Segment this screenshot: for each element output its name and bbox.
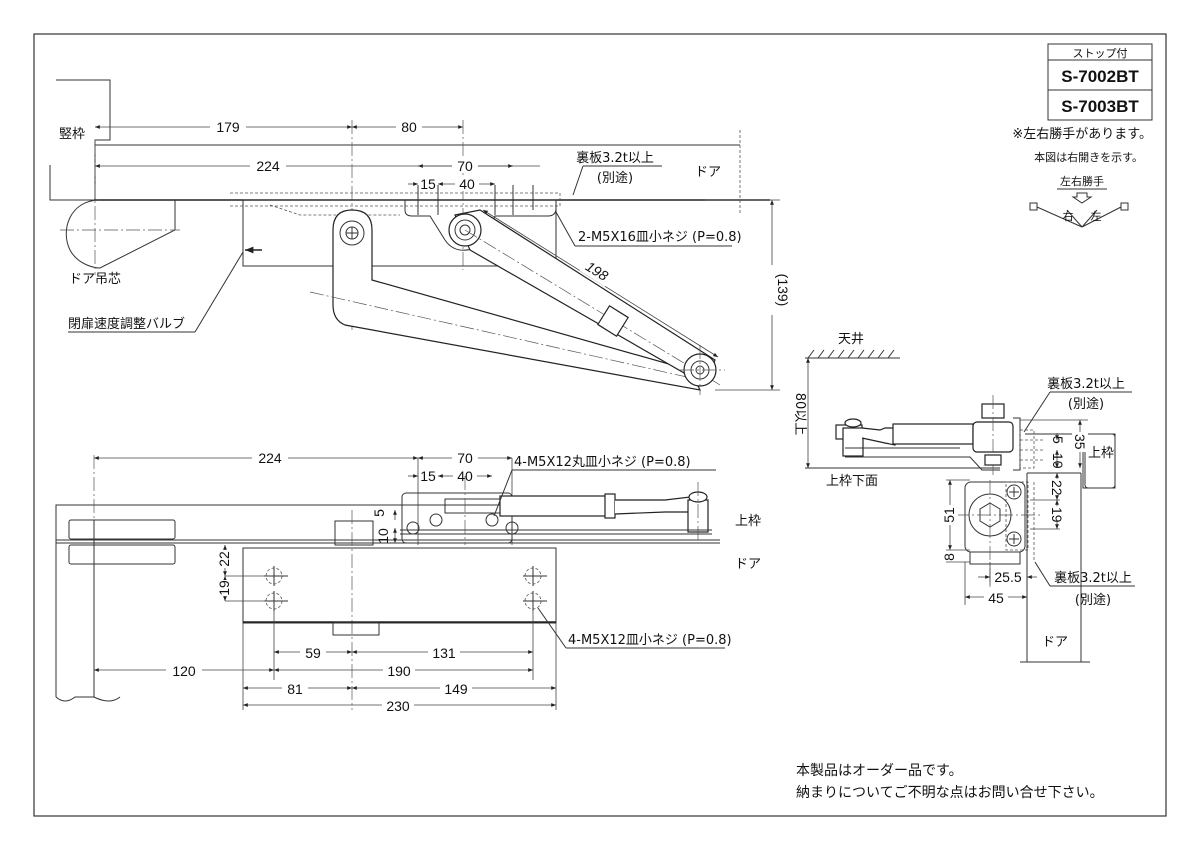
hinge-box-right-icon <box>1120 202 1129 211</box>
down-arrow-icon <box>1071 192 1093 204</box>
dim-40-top: 40 <box>459 176 475 192</box>
screw-label-front-top: 4-M5X12丸皿小ネジ (P=0.8) <box>514 455 691 470</box>
door-label-top: ドア <box>695 165 721 180</box>
backplate-label-side-upper: 裏板3.2t以上 <box>1047 377 1125 392</box>
dim-8: 8 <box>941 553 957 561</box>
dim-22-front: 22 <box>216 551 232 567</box>
footer-line-2: 納まりについてご不明な点はお問い合せ下さい。 <box>796 785 1104 801</box>
model-number-1: S-7002BT <box>1061 67 1139 86</box>
bracket-front <box>401 492 513 544</box>
backplate-label-top: 裏板3.2t以上 <box>576 151 654 166</box>
backplate-label-side-lower: 裏板3.2t以上 <box>1054 571 1132 586</box>
model-number-2: S-7003BT <box>1061 97 1139 116</box>
side-view: 天井 80以上 上枠下面 上枠 5 10 <box>792 332 1135 663</box>
backplate-sub-side-lower: (別途) <box>1075 592 1111 608</box>
frame-label-side: 上枠 <box>1088 446 1114 461</box>
title-block: ストップ付 S-7002BT S-7003BT ※左右勝手があります。 本図は右… <box>1012 43 1153 228</box>
hinge-upper <box>68 519 176 540</box>
door-pivot <box>65 199 176 269</box>
dim-224-top: 224 <box>256 158 280 174</box>
dim-131: 131 <box>432 645 456 661</box>
dim-230: 230 <box>386 698 410 714</box>
title-subtitle: ストップ付 <box>1073 47 1128 60</box>
hinge-lower <box>68 544 176 565</box>
right-open-note: 本図は右開きを示す。 <box>1034 150 1143 164</box>
valve-label: 閉扉速度調整バルブ <box>68 316 185 332</box>
hand-note: ※左右勝手があります。 <box>1012 127 1152 142</box>
mount-holes-front <box>264 566 547 611</box>
dim-19-front: 19 <box>216 580 232 596</box>
ceiling-label: 天井 <box>838 332 864 347</box>
dim-19-side: 19 <box>1049 507 1065 523</box>
dim-10-side: 10 <box>1050 453 1066 469</box>
dim-10-front: 10 <box>375 528 391 544</box>
frame-bottom-label: 上枠下面 <box>826 474 878 489</box>
closer-body-front <box>242 547 557 624</box>
dim-15-front: 15 <box>420 468 436 484</box>
hand-left: 左 <box>1091 210 1102 223</box>
dim-5-front: 5 <box>371 509 387 517</box>
dim-149: 149 <box>444 681 468 697</box>
dim-70-front: 70 <box>457 450 473 466</box>
dim-35-side: 35 <box>1072 434 1088 450</box>
dim-224-front: 224 <box>258 450 282 466</box>
drawing-border <box>33 33 1167 817</box>
frame-label-front: 上枠 <box>735 514 761 529</box>
dim-59: 59 <box>305 645 321 661</box>
backplate-sub-side-upper: (別途) <box>1068 396 1104 412</box>
dim-70-top: 70 <box>457 158 473 174</box>
front-view: 上枠 ドア 224 70 15 40 <box>55 449 761 714</box>
door-label-front: ドア <box>735 557 761 572</box>
dim-80: 80 <box>401 119 417 135</box>
backplate-sub-top: (別途) <box>597 170 633 186</box>
dim-139: (139) <box>775 274 791 307</box>
dim-190: 190 <box>387 663 411 679</box>
dim-120: 120 <box>172 663 196 679</box>
dim-51: 51 <box>941 507 957 523</box>
hand-right: 右 <box>1063 209 1074 223</box>
dim-45: 45 <box>988 590 1004 606</box>
arm-cylinder-front <box>499 495 613 517</box>
pivot-label: ドア吊芯 <box>69 272 121 287</box>
dim-81: 81 <box>287 681 303 697</box>
footer-note: 本製品はオーダー品です。 納まりについてご不明な点はお問い合せ下さい。 <box>796 763 1104 801</box>
hand-label: 左右勝手 <box>1060 174 1104 188</box>
clearance-label: 80以上 <box>792 393 807 436</box>
top-view: 竪枠 ドア吊芯 179 80 224 70 15 40 <box>49 79 791 395</box>
footer-line-1: 本製品はオーダー品です。 <box>796 763 963 779</box>
screw-label-front-bottom: 4-M5X12皿小ネジ (P=0.8) <box>568 633 732 648</box>
screw-label-top: 2-M5X16皿小ネジ (P=0.8) <box>578 230 742 245</box>
jamb-label: 竪枠 <box>59 127 85 142</box>
frame-block-side <box>1084 433 1116 489</box>
dim-5-side: 5 <box>1050 436 1066 444</box>
hinge-box-left-icon <box>1029 202 1038 211</box>
dim-15-top: 15 <box>420 176 436 192</box>
dim-25-5: 25.5 <box>994 569 1021 585</box>
door-label-side: ドア <box>1042 635 1068 650</box>
dim-22-side: 22 <box>1049 480 1065 496</box>
dim-179: 179 <box>216 119 240 135</box>
